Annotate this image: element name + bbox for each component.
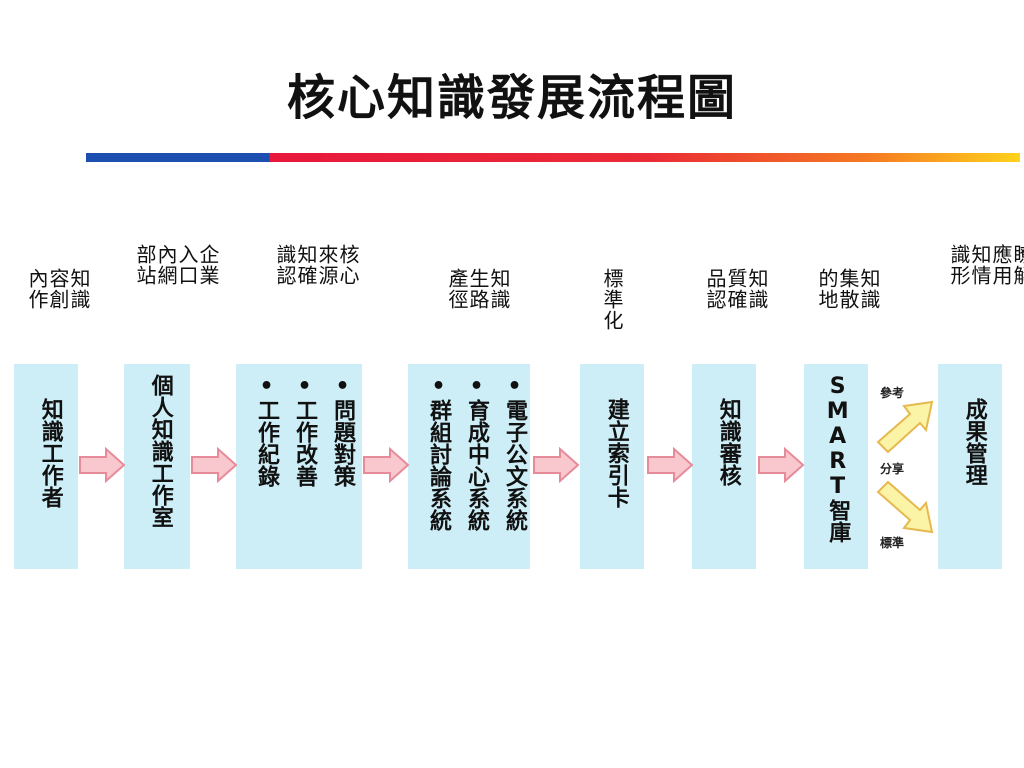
stage-box-7-text: SMART智庫 bbox=[825, 374, 851, 543]
stage-3-bullet-2: •工作改善 bbox=[292, 374, 317, 487]
stage-box-5-text: 建立索引卡 bbox=[603, 398, 629, 508]
label-standard: 標準 bbox=[880, 536, 905, 550]
flow-arrow-3 bbox=[363, 447, 410, 483]
stage-box-6: 知識審核 bbox=[692, 364, 756, 569]
stage-box-2: 個人知識工作室 bbox=[124, 364, 190, 569]
flow-arrow-2 bbox=[191, 447, 238, 483]
stage-box-8: 成果管理 bbox=[938, 364, 1002, 569]
flow-arrow-5 bbox=[647, 447, 694, 483]
flow-arrow-6 bbox=[758, 447, 805, 483]
stage-box-5: 建立索引卡 bbox=[580, 364, 644, 569]
stage-label-1: 知識 容創 內作 bbox=[25, 268, 91, 310]
stage-box-8-text: 成果管理 bbox=[961, 398, 987, 486]
stage-label-3: 核心 來源 知確 識認 bbox=[273, 244, 360, 286]
title-divider bbox=[86, 153, 1020, 162]
stage-label-5: 標準化 bbox=[600, 268, 624, 331]
stage-label-4: 知識 生路 產徑 bbox=[445, 268, 511, 310]
label-share: 分享 bbox=[880, 462, 905, 476]
stage-box-4: •電子公文系統 •育成中心系統 •群組討論系統 bbox=[408, 364, 530, 569]
stage-label-8: 瞭解 應用 知情 識形 bbox=[947, 244, 1024, 286]
stage-3-bullet-3: •工作紀錄 bbox=[254, 374, 279, 487]
downward-arrow bbox=[876, 480, 934, 534]
stage-box-3: •問題對策 •工作改善 •工作紀錄 bbox=[236, 364, 362, 569]
stage-box-1: 知識工作者 bbox=[14, 364, 78, 569]
page-title: 核心知識發展流程圖 bbox=[286, 70, 737, 126]
label-reference: 參考 bbox=[880, 386, 905, 400]
upward-arrow bbox=[876, 400, 934, 454]
stage-4-bullet-3: •群組討論系統 bbox=[426, 374, 451, 531]
flow-arrow-4 bbox=[533, 447, 580, 483]
stage-4-bullet-1: •電子公文系統 bbox=[502, 374, 527, 531]
stage-4-bullet-2: •育成中心系統 bbox=[464, 374, 489, 531]
stage-label-6: 知識 質確 品認 bbox=[703, 268, 769, 310]
stage-label-7: 知識 集散 的地 bbox=[815, 268, 881, 310]
stage-box-1-text: 知識工作者 bbox=[37, 398, 63, 508]
flow-arrow-1 bbox=[79, 447, 126, 483]
stage-box-6-text: 知識審核 bbox=[715, 398, 741, 486]
stage-3-bullet-1: •問題對策 bbox=[330, 374, 355, 487]
stage-box-2-text: 個人知識工作室 bbox=[147, 374, 173, 528]
stage-box-7: SMART智庫 bbox=[804, 364, 868, 569]
stage-label-2: 企業 入口 內網 部站 bbox=[133, 244, 220, 286]
